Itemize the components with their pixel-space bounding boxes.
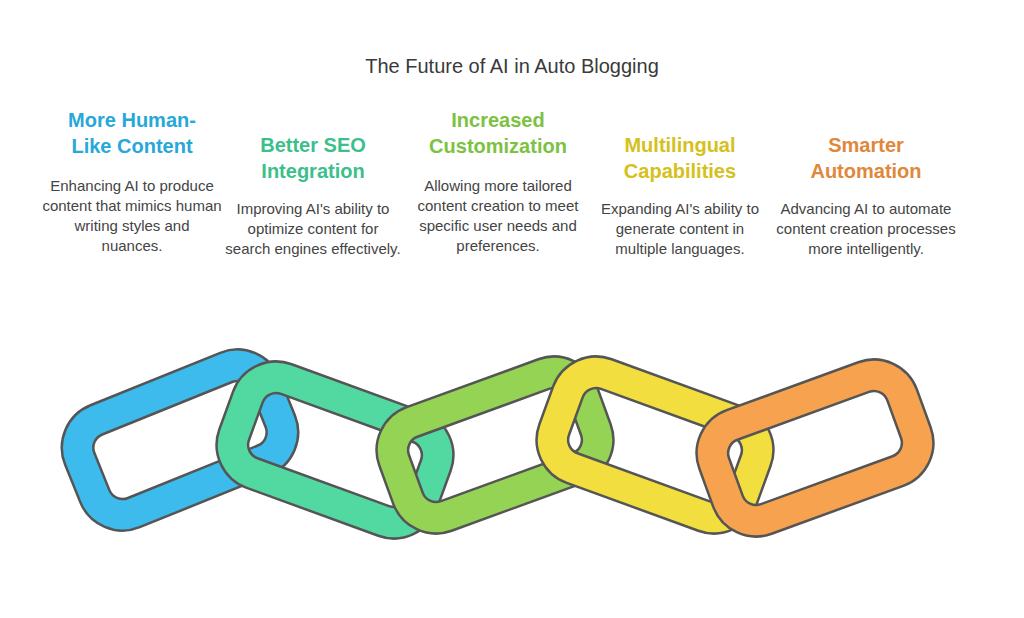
column-description: Advancing AI to automate content creatio… [776,199,956,259]
column-heading: More Human-Like Content [52,107,212,159]
column-heading: Multilingual Capabilities [600,132,760,184]
chain-link [704,367,926,529]
column-description: Improving AI's ability to optimize conte… [223,199,403,259]
column-description: Enhancing AI to produce content that mim… [42,176,222,256]
column-heading: Better SEO Integration [233,132,393,184]
link-outline [704,367,926,529]
column-description: Expanding AI's ability to generate conte… [590,199,770,259]
column-description: Allowing more tailored content creation … [408,176,588,256]
column-heading: Increased Customization [418,107,578,159]
diagram-title: The Future of AI in Auto Blogging [0,55,1024,78]
link-fill [704,367,926,529]
column-heading: Smarter Automation [786,132,946,184]
